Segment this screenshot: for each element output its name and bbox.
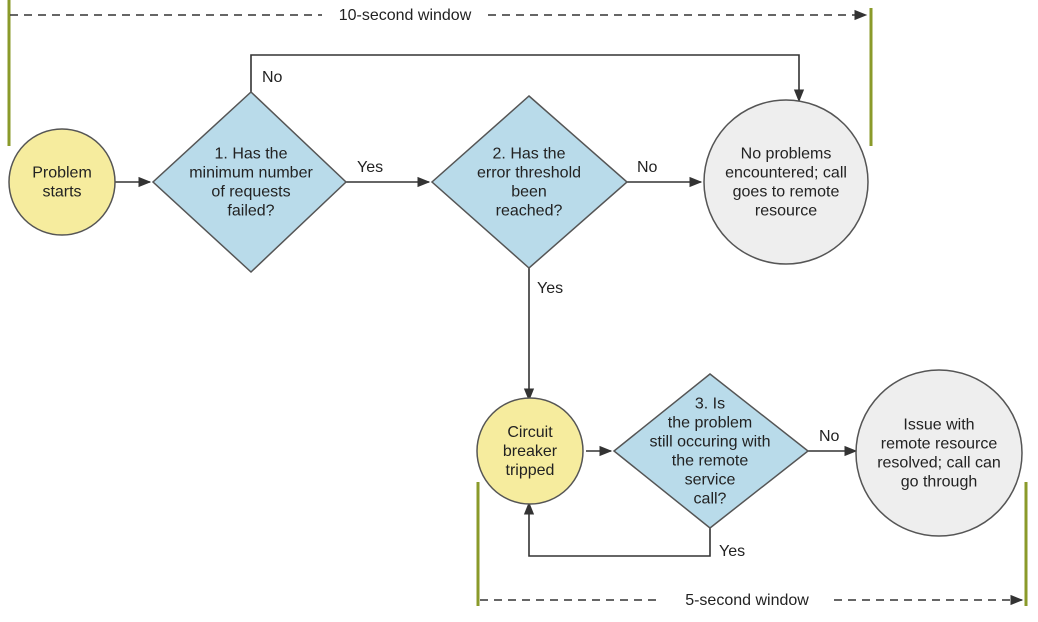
no-problems-text-line: resource — [755, 203, 817, 220]
circuit-breaker-text: Circuit breaker tripped — [503, 424, 558, 479]
decision-2-text-line: reached? — [496, 203, 563, 220]
decision-2-text: 2. Has the error threshold been reached? — [477, 146, 581, 220]
decision-3-text-line: 3. Is — [695, 396, 725, 413]
problem-starts-shape — [8, 128, 116, 236]
issue-resolved-text-line: resolved; call can — [877, 455, 1001, 472]
problem-starts-node: Problem starts — [8, 128, 116, 236]
no-problems-text: No problems encountered; call goes to remo… — [725, 146, 847, 220]
decision-2-node: 2. Has the error threshold been reached? — [430, 94, 629, 270]
decision-1-text-line: minimum number — [189, 165, 313, 182]
decision-2-shape — [430, 94, 629, 270]
decision-1-text-line: 1. Has the — [215, 146, 288, 163]
decision-1-text: 1. Has the minimum number of requests faile… — [189, 146, 313, 220]
decision-3-text: 3. Is the problem still occuring with the r… — [650, 396, 771, 508]
problem-starts-text-line: Problem — [32, 165, 92, 182]
issue-resolved-text-line: Issue with — [903, 417, 974, 434]
decision-3-text-line: the problem — [668, 415, 753, 432]
problem-starts-text-line: starts — [42, 184, 81, 201]
decision-1-shape — [151, 90, 348, 274]
decision-2-text-line: error threshold — [477, 165, 581, 182]
decision-1-text-line: failed? — [227, 203, 274, 220]
problem-starts-text: Problem starts — [32, 165, 92, 201]
edge-d3-yes-loop — [523, 501, 711, 557]
d1-yes-label: Yes — [357, 159, 383, 176]
circuit-breaker-shape — [476, 397, 584, 505]
decision-3-node: 3. Is the problem still occuring with the r… — [612, 373, 810, 529]
decision-1-text-line: of requests — [211, 184, 290, 201]
bottom-window-label: 5-second window — [685, 592, 809, 609]
decision-1-node: 1. Has the minimum number of requests faile… — [151, 90, 348, 274]
d2-yes-label: Yes — [537, 280, 563, 297]
d1-no-label: No — [262, 69, 283, 86]
no-problems-text-line: goes to remote — [733, 184, 840, 201]
issue-resolved-text-line: remote resource — [881, 436, 998, 453]
decision-3-text-line: the remote — [672, 453, 749, 470]
decision-3-shape — [612, 373, 810, 529]
issue-resolved-node: Issue with remote resource resolved; call … — [855, 369, 1023, 537]
circuit-breaker-text-line: tripped — [506, 462, 555, 479]
no-problems-text-line: encountered; call — [725, 165, 847, 182]
d2-no-label: No — [637, 159, 658, 176]
top-window-label: 10-second window — [339, 7, 472, 24]
no-problems-shape — [703, 99, 869, 265]
decision-3-text-line: still occuring with — [650, 434, 771, 451]
decision-2-text-line: been — [511, 184, 547, 201]
no-problems-text-line: No problems — [741, 146, 832, 163]
circuit-breaker-node: Circuit breaker tripped — [476, 397, 584, 505]
no-problems-node: No problems encountered; call goes to remo… — [703, 99, 869, 265]
issue-resolved-text-line: go through — [901, 474, 978, 491]
edge-d1-no-to-no-problems — [250, 54, 805, 103]
circuit-breaker-text-line: breaker — [503, 443, 558, 460]
circuit-breaker-text-line: Circuit — [507, 424, 553, 441]
decision-3-text-line: call? — [694, 491, 727, 508]
issue-resolved-text: Issue with remote resource resolved; call … — [877, 417, 1001, 491]
issue-resolved-shape — [855, 369, 1023, 537]
decision-3-text-line: service — [685, 472, 736, 489]
d3-no-label: No — [819, 428, 840, 445]
d3-yes-label: Yes — [719, 543, 745, 560]
decision-2-text-line: 2. Has the — [493, 146, 566, 163]
